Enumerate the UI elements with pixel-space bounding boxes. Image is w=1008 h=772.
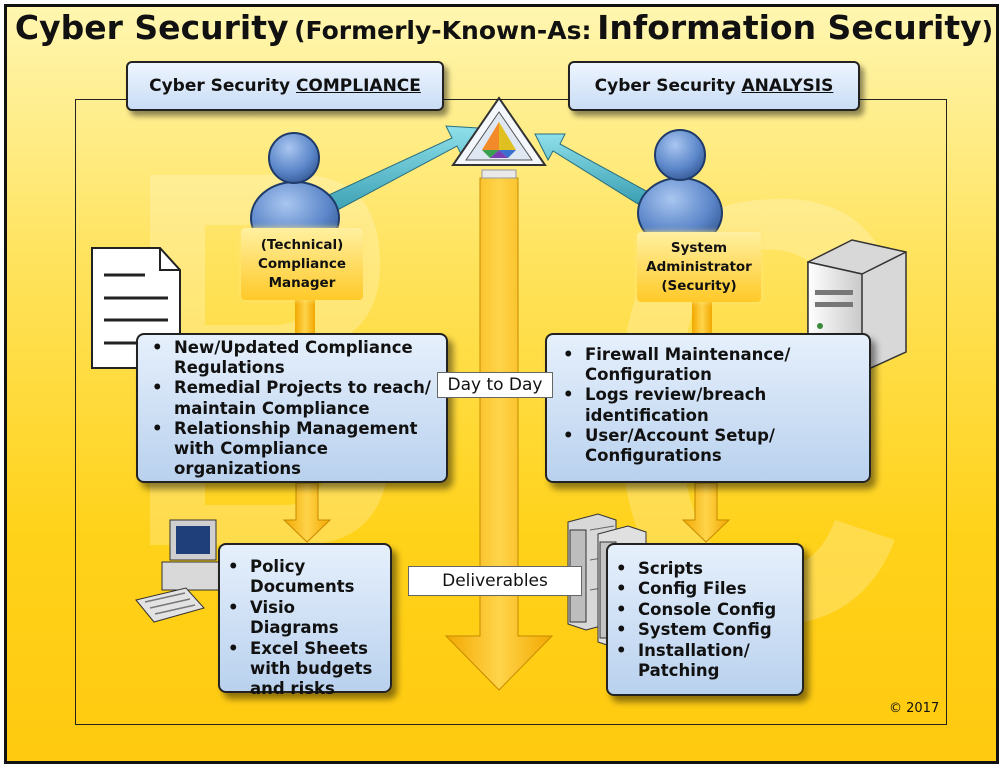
list-item: Logs review/breach identification (563, 385, 855, 425)
right-down-arrow (681, 482, 731, 543)
role-line: Compliance (257, 255, 347, 272)
analysis-deliverables-box: Scripts Config Files Console Config Syst… (606, 543, 804, 696)
list-item: Config Files (616, 579, 796, 600)
page-title: Cyber Security (Formerly-Known-As: Infor… (0, 8, 1008, 47)
role-line: Manager (268, 274, 336, 291)
compliance-header-prefix: Cyber Security (149, 76, 296, 96)
list-item: System Config (616, 620, 796, 641)
person-icon (637, 129, 723, 249)
title-formerly: Formerly-Known-As: (305, 16, 592, 45)
title-paren-open: ( (294, 16, 306, 45)
role-line: (Technical) (260, 236, 344, 253)
list-item: Installation/ Patching (616, 641, 796, 682)
day-to-day-label: Day to Day (437, 372, 553, 398)
list-item: User/Account Setup/ Configurations (563, 426, 855, 466)
copyright-text: © 2017 (889, 701, 940, 716)
role-compliance-manager: (Technical) Compliance Manager (241, 228, 363, 300)
central-arrow (444, 177, 554, 691)
analysis-header-word: ANALYSIS (741, 76, 834, 96)
list-item: Relationship Management with Compliance … (152, 419, 438, 480)
compliance-tasks-box: New/Updated Compliance Regulations Remed… (136, 333, 448, 483)
role-line: System (670, 239, 728, 256)
analysis-tasks-box: Firewall Maintenance/ Configuration Logs… (545, 333, 871, 483)
list-item: New/Updated Compliance Regulations (152, 338, 438, 378)
left-down-arrow (282, 482, 332, 543)
list-item: Firewall Maintenance/ Configuration (563, 345, 855, 385)
compliance-header-word: COMPLIANCE (295, 76, 421, 96)
analysis-header-prefix: Cyber Security (594, 76, 742, 96)
list-item: Excel Sheets with budgets and risks (228, 639, 384, 700)
title-old-name: Information Security (597, 8, 982, 47)
inner-frame (75, 99, 947, 725)
deliverables-label: Deliverables (408, 566, 582, 596)
list-item: Visio Diagrams (228, 598, 384, 639)
compliance-deliverables-box: Policy Documents Visio Diagrams Excel Sh… (218, 543, 392, 698)
right-connector (692, 302, 712, 337)
role-line: (Security) (661, 277, 737, 294)
title-main: Cyber Security (14, 8, 289, 47)
compliance-header: Cyber Security COMPLIANCE (126, 61, 444, 111)
title-paren-close: ) (981, 16, 994, 45)
desktop-computer-icon (135, 519, 221, 623)
analysis-header: Cyber Security ANALYSIS (568, 61, 860, 111)
list-item: Scripts (616, 559, 796, 580)
role-system-administrator: System Administrator (Security) (637, 232, 761, 302)
list-item: Remedial Projects to reach/ maintain Com… (152, 378, 438, 418)
list-item: Console Config (616, 600, 796, 621)
pyramid-logo-icon (451, 96, 547, 166)
right-teal-arrow (534, 133, 649, 205)
left-connector (295, 300, 315, 335)
list-item: Policy Documents (228, 557, 384, 598)
role-line: Administrator (646, 258, 752, 275)
